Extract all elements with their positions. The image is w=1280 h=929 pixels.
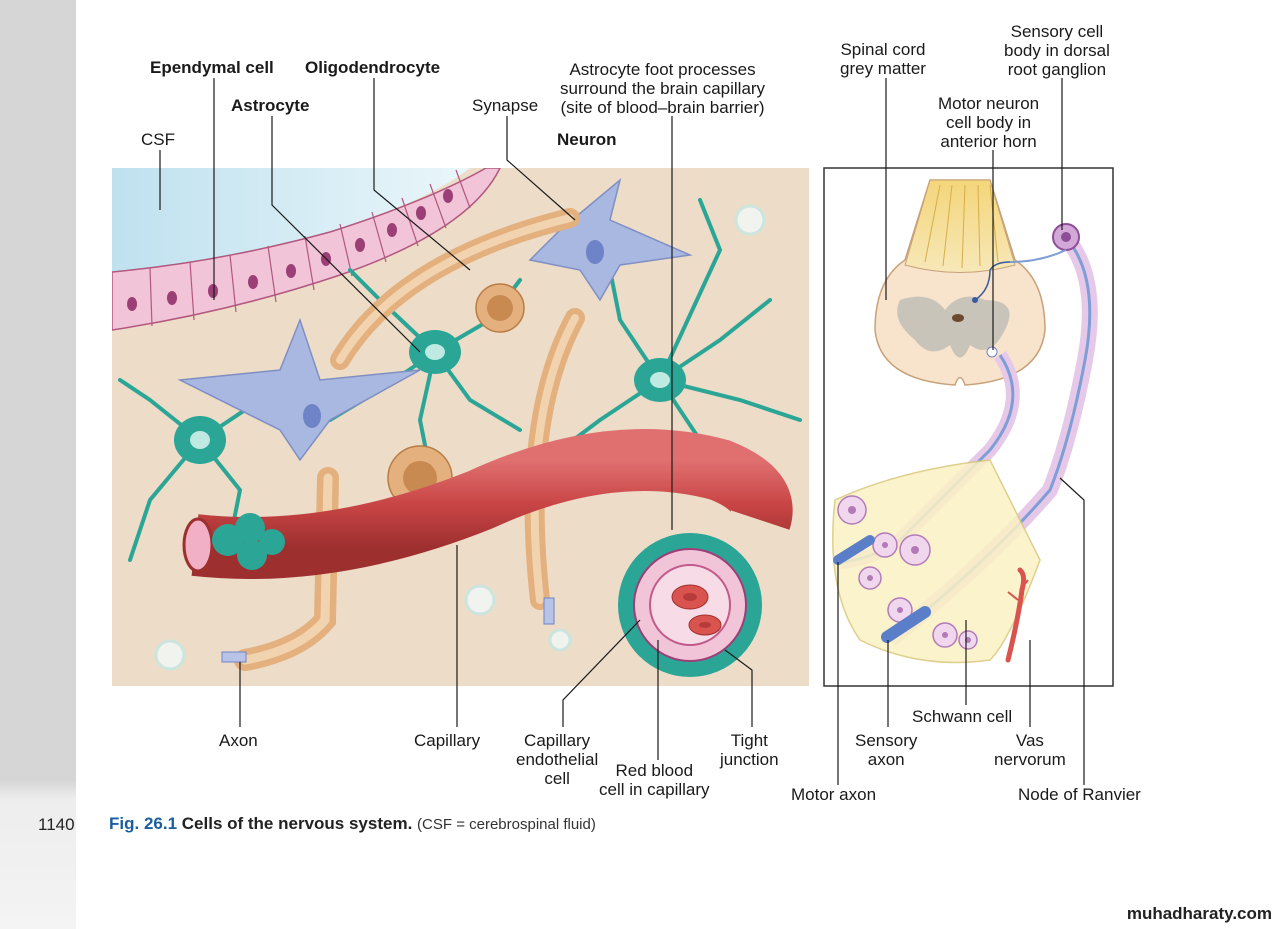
- neuron-nuclei: [303, 240, 604, 428]
- page-margin-strip: [0, 0, 76, 929]
- figure-note: (CSF = cerebrospinal fluid): [417, 816, 596, 833]
- background-astrocytes: [154, 204, 766, 671]
- axon-end: [221, 651, 247, 663]
- label-sensory-cell-body: Sensory cell body in dorsal root ganglio…: [1004, 22, 1110, 79]
- ependymal-nuclei: [127, 189, 453, 311]
- astrocyte-foot-cluster: [212, 513, 285, 570]
- myelin-sheaths: [234, 208, 585, 671]
- label-spinal-cord-grey-matter: Spinal cord grey matter: [840, 40, 926, 78]
- label-astrocyte-foot-processes: Astrocyte foot processes surround the br…: [560, 60, 766, 117]
- vas-nervorum-vessel: [1005, 567, 1027, 663]
- label-schwann-cell: Schwann cell: [912, 707, 1013, 726]
- label-motor-neuron-cell-body: Motor neuron cell body in anterior horn: [938, 94, 1040, 151]
- figure-title: Cells of the nervous system.: [181, 814, 413, 833]
- label-astrocyte: Astrocyte: [231, 96, 310, 115]
- dorsal-tract-lines: [924, 184, 999, 269]
- label-ependymal-cell: Ependymal cell: [150, 58, 274, 77]
- interneuron: [974, 261, 1011, 301]
- watermark: muhadharaty.com: [1126, 904, 1272, 923]
- spinal-cord-dorsal-tract: [904, 179, 1016, 273]
- page-number: 1140: [38, 815, 75, 834]
- figure-number: Fig. 26.1: [109, 814, 178, 833]
- left-panel: [112, 168, 809, 686]
- label-oligodendrocyte: Oligodendrocyte: [305, 58, 441, 77]
- neurons: [177, 177, 693, 462]
- capillary-open-end: [182, 517, 214, 573]
- capillary-vessel: [191, 429, 793, 579]
- label-sensory-axon: Sensory axon: [855, 731, 918, 769]
- figure-caption: Fig. 26.1 Cells of the nervous system. (…: [109, 814, 596, 834]
- nerve-bundle: [832, 459, 1041, 664]
- leader-lines: [159, 78, 1085, 785]
- label-motor-axon: Motor axon: [791, 785, 877, 804]
- label-tight-junction: Tight junction: [720, 731, 779, 769]
- label-axon: Axon: [219, 731, 258, 750]
- astrocyte-nuclei: [190, 344, 670, 449]
- label-neuron: Neuron: [557, 130, 617, 149]
- grey-matter: [897, 296, 1010, 358]
- label-vas-nervorum: Vas nervorum: [994, 731, 1066, 769]
- csf-region: [112, 168, 470, 272]
- sensory-axon-cut-end: [881, 606, 931, 643]
- right-panel: [823, 167, 1114, 687]
- label-capillary-endothelial-cell: Capillary endothelial cell: [516, 731, 599, 788]
- label-csf: CSF: [141, 130, 175, 149]
- motor-neuron-body: [986, 346, 998, 358]
- ependymal-cell-borders: [149, 169, 471, 327]
- label-node-of-ranvier: Node of Ranvier: [1018, 785, 1141, 804]
- label-red-blood-cell: Red blood cell in capillary: [599, 761, 710, 799]
- label-synapse: Synapse: [472, 96, 539, 115]
- motor-axon-cut-end: [833, 535, 875, 565]
- axon-end-2: [543, 597, 555, 625]
- nerve-fibre-axons: [848, 506, 971, 643]
- label-capillary: Capillary: [414, 731, 481, 750]
- central-canal: [952, 314, 964, 322]
